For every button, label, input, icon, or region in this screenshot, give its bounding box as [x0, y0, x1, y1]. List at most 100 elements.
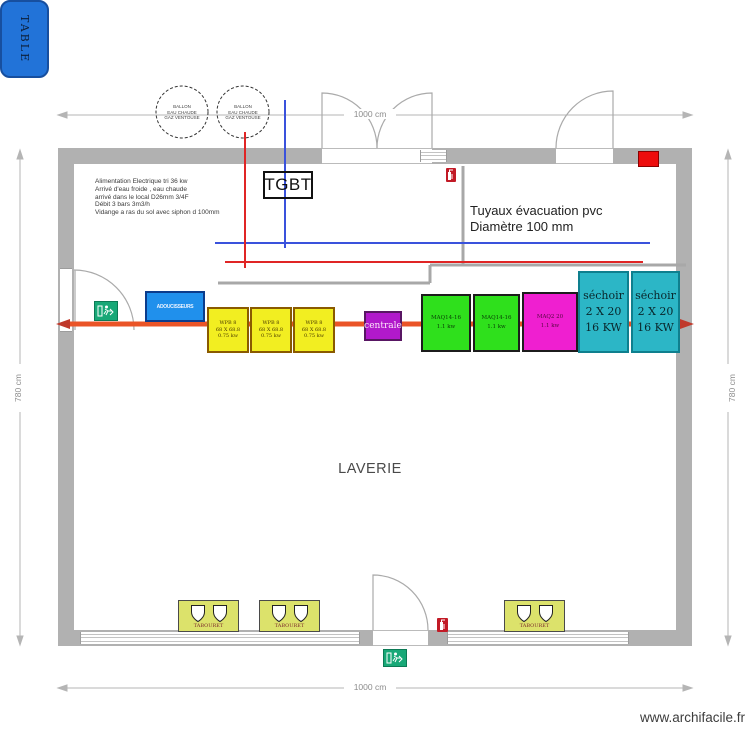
water-heater-circles[interactable] — [155, 85, 270, 139]
annotation-line4: Débit 3 bars 3m3/h — [95, 201, 150, 209]
washer-3[interactable]: WPB 8 68 X 68.8 0.75 kw — [293, 307, 335, 353]
hot-water-pipe — [225, 132, 643, 268]
stool-shield-icon — [516, 605, 531, 623]
fire-extinguisher-icon — [437, 618, 448, 632]
drain-pipe-gray — [218, 166, 686, 285]
pvc-pipes-note: Tuyaux évacuation pvc Diamètre 100 mm — [470, 203, 602, 235]
dimension-bottom: 1000 cm — [344, 682, 396, 692]
wall-right — [676, 148, 692, 646]
stool-label: TABOURET — [519, 623, 550, 629]
washer-size: 68 X 68.8 — [258, 326, 284, 333]
annotation-line5: Vidange a ras du sol avec siphon d 100mm — [95, 209, 220, 217]
annotation-line3: arrivé dans le local D26mm 3/4F — [95, 193, 189, 201]
running-man-icon — [386, 652, 403, 664]
door-arc-top-left-leaf[interactable] — [321, 92, 378, 149]
water-heater-line3: GAZ VENTOUSE — [164, 115, 200, 121]
water-softener-label: ADOUCISSEURS — [156, 303, 194, 310]
utilities-annotation: Alimentation Electrique tri 36 kw Arrivé… — [95, 178, 220, 217]
stool-shapes — [505, 604, 564, 623]
door-opening-bottom — [373, 630, 428, 646]
water-heater-line2: EAU CHAUDE — [167, 109, 197, 115]
maq-machine-1[interactable]: MAQ14-16 1.1 kw — [421, 294, 471, 352]
dryer-name: séchoir — [635, 289, 676, 302]
tgbt-label: TGBT — [264, 175, 312, 194]
door-arc-top-right[interactable] — [555, 90, 614, 149]
stool-label: TABOURET — [274, 623, 305, 629]
stool-2[interactable]: TABOURET — [259, 600, 320, 632]
maq-machine-2[interactable]: MAQ14-16 1.1 kw — [473, 294, 520, 352]
extinguisher-glyph — [439, 619, 445, 630]
centrale-label: centrale — [364, 321, 402, 331]
maq-name: MAQ14-16 — [431, 315, 461, 321]
doors[interactable] — [73, 90, 614, 631]
stool-shield-icon — [190, 605, 205, 623]
dosing-centrale-box[interactable]: centrale — [364, 311, 402, 341]
table-label: TABLE — [18, 14, 31, 64]
washer-power: 0.75 kw — [217, 333, 239, 340]
washer-name: WPB 8 — [305, 320, 323, 327]
stool-1[interactable]: TABOURET — [178, 600, 239, 632]
washer-1[interactable]: WPB 8 68 X 68.8 0.75 kw — [207, 307, 249, 353]
table-box[interactable]: TABLE — [0, 0, 49, 78]
water-heater-1[interactable] — [155, 85, 209, 139]
annotation-line2: Arrivé d'eau froide , eau chaude — [95, 185, 187, 193]
stool-shield-icon — [538, 605, 553, 623]
stool-shapes — [179, 604, 238, 623]
door-arc-left[interactable] — [73, 269, 135, 331]
water-heater-label-1: BALLON EAU CHAUDE GAZ VENTOUSE — [154, 104, 210, 121]
tgbt-box[interactable]: TGBT — [263, 171, 313, 199]
cold-water-pipe — [215, 100, 650, 248]
dryer-size: 2 X 20 — [637, 305, 674, 318]
door-arc-bottom[interactable] — [372, 574, 429, 631]
window-bottom-left[interactable] — [80, 632, 360, 644]
stool-shield-icon — [293, 605, 308, 623]
dryer-size: 2 X 20 — [585, 305, 622, 318]
maq-power: 1.1 kw — [540, 323, 560, 329]
window-bottom-right[interactable] — [447, 632, 629, 644]
water-heater-2[interactable] — [216, 85, 270, 139]
dimension-top: 1000 cm — [344, 109, 396, 119]
washer-power: 0.75 kw — [303, 333, 325, 340]
pvc-note-line1: Tuyaux évacuation pvc — [470, 203, 603, 218]
water-heater-line2: EAU CHAUDE — [228, 109, 258, 115]
water-heater-label-2: BALLON EAU CHAUDE GAZ VENTOUSE — [215, 104, 271, 121]
water-heater-line1: BALLON — [173, 104, 191, 109]
dryer-power: 16 KW — [585, 321, 622, 334]
door-opening-top-double — [322, 148, 432, 164]
fire-extinguisher-icon — [446, 168, 456, 182]
dryer-1[interactable]: séchoir 2 X 20 16 KW — [578, 271, 629, 353]
maq-name: MAQ14-16 — [481, 315, 512, 321]
water-heater-line3: GAZ VENTOUSE — [225, 115, 261, 121]
washer-size: 68 X 68.8 — [215, 326, 241, 333]
electrical-panel[interactable] — [638, 151, 659, 167]
emergency-exit-icon — [94, 301, 118, 321]
dimension-left: 780 cm — [13, 364, 23, 412]
stool-shield-icon — [271, 605, 286, 623]
water-heater-line1: BALLON — [234, 104, 252, 109]
stool-shield-icon — [212, 605, 227, 623]
washer-name: WPB 8 — [262, 320, 280, 327]
maq-power: 1.1 kw — [487, 324, 506, 330]
maq-power: 1.1 kw — [436, 324, 456, 330]
stool-shapes — [260, 604, 319, 623]
room-label: LAVERIE — [338, 461, 402, 477]
extinguisher-glyph — [448, 169, 453, 180]
stool-label: TABOURET — [193, 623, 224, 629]
maq-name: MAQ2 20 — [536, 314, 564, 320]
window-top[interactable] — [420, 150, 447, 162]
washer-2[interactable]: WPB 8 68 X 68.8 0.75 kw — [250, 307, 292, 353]
running-man-icon — [97, 305, 114, 317]
door-arc-top-right-leaf[interactable] — [376, 92, 433, 149]
dryer-name: séchoir — [583, 289, 624, 302]
dryer-2[interactable]: séchoir 2 X 20 16 KW — [631, 271, 680, 353]
pvc-note-line2: Diamètre 100 mm — [470, 219, 574, 234]
dryer-power: 16 KW — [637, 321, 674, 334]
washer-power: 0.75 kw — [260, 333, 282, 340]
door-opening-top-right — [556, 148, 613, 164]
water-softener-box[interactable]: ADOUCISSEURS — [145, 291, 205, 322]
emergency-exit-icon — [383, 649, 407, 667]
maq-machine-3[interactable]: MAQ2 20 1.1 kw — [522, 292, 578, 352]
stool-3[interactable]: TABOURET — [504, 600, 565, 632]
dimension-right: 780 cm — [727, 364, 737, 412]
